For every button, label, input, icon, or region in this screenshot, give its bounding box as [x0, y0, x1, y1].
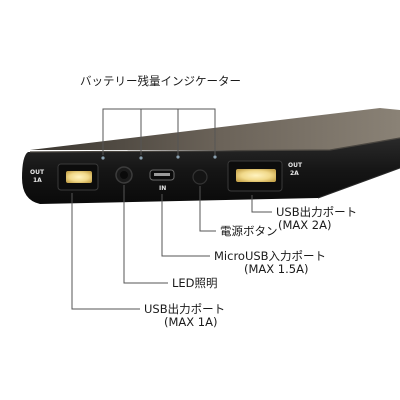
label-power-button: 電源ボタン	[220, 224, 278, 238]
usb-port-1a-glow	[66, 171, 92, 183]
port-marking-right-2a: 2A	[290, 170, 299, 177]
battery-indicator-dot-1	[101, 156, 105, 160]
port-marking-right-out: OUT	[288, 162, 303, 169]
port-marking-left-out: OUT	[30, 169, 45, 176]
battery-indicator-dot-3	[176, 155, 180, 159]
port-marking-in: IN	[159, 185, 166, 192]
battery-indicator-dot-4	[213, 155, 217, 159]
leader-lines	[71, 108, 272, 310]
label-battery-indicator: バッテリー残量インジケーター	[80, 74, 241, 88]
usb-port-2a-glow	[236, 169, 276, 182]
label-micro-usb-in: MicroUSB入力ポート (MAX 1.5A)	[214, 249, 327, 276]
label-usb-out-2a: USB出力ポート (MAX 2A)	[276, 205, 358, 232]
port-marking-left-1a: 1A	[33, 177, 42, 184]
battery-indicator-dot-2	[139, 156, 143, 160]
label-usb-out-1a: USB出力ポート (MAX 1A)	[144, 302, 226, 329]
power-button-shape	[192, 169, 208, 185]
device-front-face	[22, 138, 400, 204]
label-led-light: LED照明	[172, 276, 218, 290]
